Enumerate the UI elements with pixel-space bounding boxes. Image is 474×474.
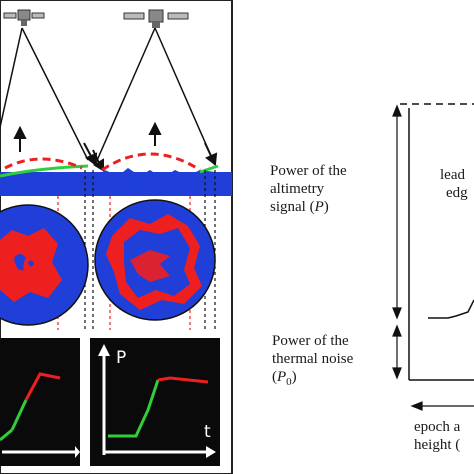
epoch-label-2: height ( bbox=[414, 437, 461, 453]
signal-power-label-3: signal (P) bbox=[270, 199, 329, 215]
noise-power-label-1: Power of the bbox=[272, 333, 349, 349]
signal-power-arrow bbox=[392, 104, 402, 320]
signal-power-symbol: P bbox=[314, 199, 324, 215]
leading-edge-label-1: lead bbox=[440, 167, 465, 183]
signal-power-label-2: altimetry bbox=[270, 181, 325, 197]
noise-power-arrow bbox=[392, 324, 402, 380]
surface-green-trace-left bbox=[0, 164, 89, 178]
satellite-icon-right bbox=[123, 9, 189, 28]
noise-power-label-2: thermal noise bbox=[272, 351, 354, 367]
up-arrow-right bbox=[148, 121, 162, 146]
surface-waves-right bbox=[95, 168, 215, 184]
satellite-icon-left bbox=[3, 9, 45, 26]
radar-beam-left bbox=[0, 27, 89, 161]
radar-beam-right bbox=[94, 27, 216, 166]
graph-x-axis-label: t bbox=[204, 422, 211, 442]
waveform-graph-right bbox=[90, 338, 220, 466]
waveform-graph-left bbox=[0, 338, 80, 466]
leading-edge-label-2: edg bbox=[446, 185, 468, 201]
up-arrow-left bbox=[13, 125, 27, 152]
signal-power-label-1: Power of the bbox=[270, 163, 347, 179]
footprint-dashed-right bbox=[101, 152, 201, 172]
noise-power-label-3: (P0) bbox=[272, 369, 297, 388]
edge-arrows bbox=[83, 142, 218, 172]
graph-y-axis-label: P bbox=[116, 348, 127, 368]
epoch-label-1: epoch a bbox=[414, 419, 461, 435]
footprint-disc-right bbox=[94, 199, 216, 321]
noise-power-symbol: P bbox=[277, 369, 287, 385]
right-axes bbox=[400, 103, 474, 381]
epoch-arrow bbox=[410, 401, 474, 411]
footprint-dashed-left bbox=[4, 157, 83, 170]
footprint-disc-left bbox=[0, 204, 89, 326]
noise-power-subscript: 0 bbox=[286, 376, 292, 388]
surface-green-trace-right bbox=[199, 164, 219, 174]
